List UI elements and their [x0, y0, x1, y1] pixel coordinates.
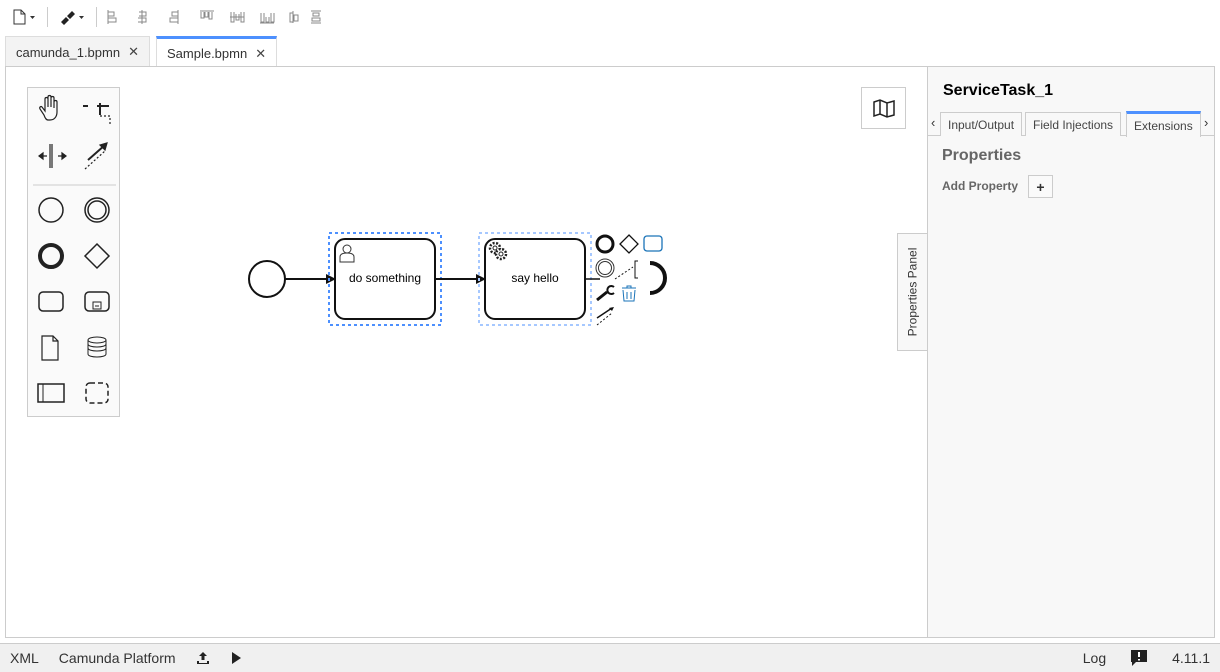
task-label: say hello [511, 271, 559, 285]
properties-panel-toggle-label: Properties Panel [905, 247, 920, 337]
start-event-icon[interactable] [38, 197, 64, 223]
feedback-icon [1131, 650, 1148, 666]
append-intermediate-event-icon[interactable] [595, 258, 615, 278]
bpmn-diagram [248, 232, 667, 326]
color-button[interactable] [55, 4, 89, 30]
paintbrush-icon [61, 11, 84, 25]
file-tabs: camunda_1.bpmn ✕ Sample.bpmn ✕ [0, 36, 283, 68]
deploy-button[interactable] [186, 651, 220, 665]
tab-sample[interactable]: Sample.bpmn ✕ [155, 36, 278, 68]
toolbar [0, 0, 1220, 34]
gateway-icon[interactable] [83, 242, 111, 270]
append-task-icon[interactable] [643, 235, 663, 252]
new-file-button[interactable] [8, 4, 40, 30]
tabs-next-icon[interactable]: › [1204, 115, 1209, 130]
data-store-icon[interactable] [87, 336, 107, 358]
add-property-label: Add Property [942, 179, 1019, 193]
divider [96, 7, 97, 27]
diagram-canvas[interactable] [5, 66, 927, 638]
gear-icon [488, 241, 508, 261]
task-label: do something [348, 271, 422, 285]
data-object-icon[interactable] [41, 335, 59, 361]
append-gateway-icon[interactable] [619, 234, 639, 254]
status-bar: XML Camunda Platform Log 4.11.1 [0, 643, 1220, 672]
tab-camunda-1[interactable]: camunda_1.bpmn ✕ [5, 36, 150, 67]
tool-palette [27, 87, 120, 417]
tab-label: camunda_1.bpmn [16, 44, 121, 60]
sequence-flow[interactable] [435, 274, 486, 284]
close-icon[interactable]: ✕ [128, 44, 139, 59]
connect-icon[interactable] [596, 307, 614, 326]
context-pad [595, 234, 667, 326]
tab-input-output[interactable]: Input/Output [940, 112, 1023, 136]
hand-tool-icon[interactable] [39, 94, 58, 121]
sequence-flow[interactable] [285, 274, 336, 284]
play-icon [231, 652, 241, 664]
append-end-event-icon[interactable] [595, 234, 615, 254]
end-event-icon[interactable] [38, 243, 64, 269]
map-icon [872, 99, 895, 118]
user-icon [339, 244, 355, 263]
log-button[interactable]: Log [1082, 650, 1107, 666]
platform-button[interactable]: Camunda Platform [58, 650, 176, 666]
lasso-tool-icon[interactable] [83, 103, 111, 126]
group-icon[interactable] [85, 382, 109, 404]
add-property-button[interactable]: + [1028, 175, 1053, 198]
task-icon[interactable] [38, 291, 64, 312]
new-file-icon [13, 9, 35, 25]
global-connect-tool-icon[interactable] [84, 142, 108, 170]
tab-field-injections[interactable]: Field Injections [1025, 112, 1122, 136]
start-event[interactable] [248, 260, 286, 298]
subprocess-icon[interactable] [84, 291, 110, 312]
deploy-icon [196, 652, 209, 664]
distribute-vertical-icon[interactable] [308, 9, 328, 25]
properties-tabs: ‹ Input/Output Field Injections Extensio… [928, 111, 1214, 137]
section-title: Properties [942, 147, 1022, 164]
close-icon[interactable]: ✕ [255, 45, 267, 61]
divider [47, 7, 48, 27]
start-instance-button[interactable] [220, 651, 252, 665]
trash-icon[interactable] [622, 285, 636, 302]
pool-icon[interactable] [37, 383, 65, 403]
space-tool-icon[interactable] [38, 144, 67, 168]
element-title: ServiceTask_1 [943, 82, 1054, 99]
minimap-toggle-button[interactable] [861, 87, 906, 129]
tab-label: Sample.bpmn [166, 46, 248, 61]
end-event-preview [649, 261, 667, 295]
properties-panel: ServiceTask_1 ‹ Input/Output Field Injec… [927, 66, 1215, 638]
tabs-prev-icon[interactable]: ‹ [931, 115, 936, 130]
version-label: 4.11.1 [1172, 650, 1210, 666]
feedback-button[interactable] [1116, 649, 1162, 667]
align-distribute-icons[interactable] [104, 9, 304, 25]
wrench-icon[interactable] [596, 285, 615, 302]
intermediate-event-icon[interactable] [84, 197, 110, 223]
xml-button[interactable]: XML [10, 650, 39, 666]
text-annotation-icon[interactable] [614, 260, 638, 280]
tab-extensions[interactable]: Extensions [1126, 111, 1201, 137]
properties-panel-toggle[interactable]: Properties Panel [897, 233, 927, 351]
